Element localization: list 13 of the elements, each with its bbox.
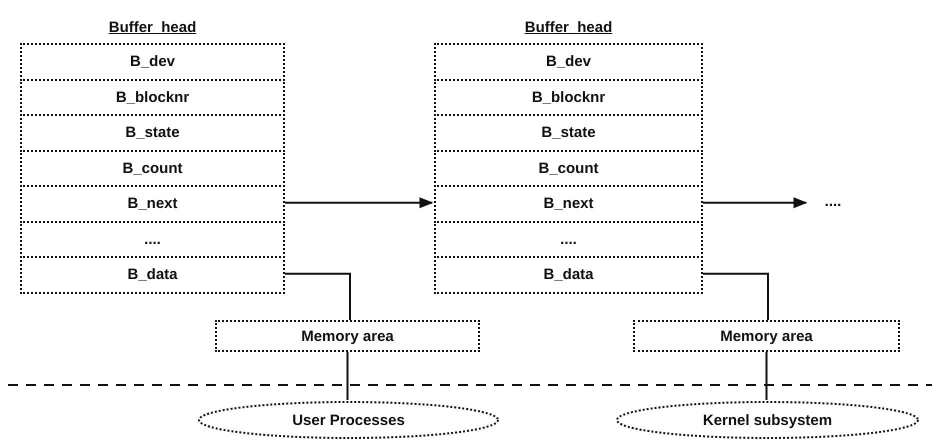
- memory-box: Memory area: [633, 320, 900, 352]
- table-title: Buffer_head: [108, 18, 198, 38]
- process-ellipse: Kernel subsystem: [615, 400, 920, 440]
- ellipsis-text: ....: [808, 190, 858, 214]
- connector-line: [285, 272, 351, 320]
- connector-line: [766, 352, 768, 400]
- process-ellipse: User Processes: [197, 400, 500, 440]
- connector-line: [703, 272, 769, 320]
- table-title: Buffer_head: [524, 18, 614, 38]
- memory-box: Memory area: [215, 320, 480, 352]
- arrow: [703, 197, 808, 208]
- arrow: [285, 197, 434, 208]
- connector-line: [346, 352, 348, 400]
